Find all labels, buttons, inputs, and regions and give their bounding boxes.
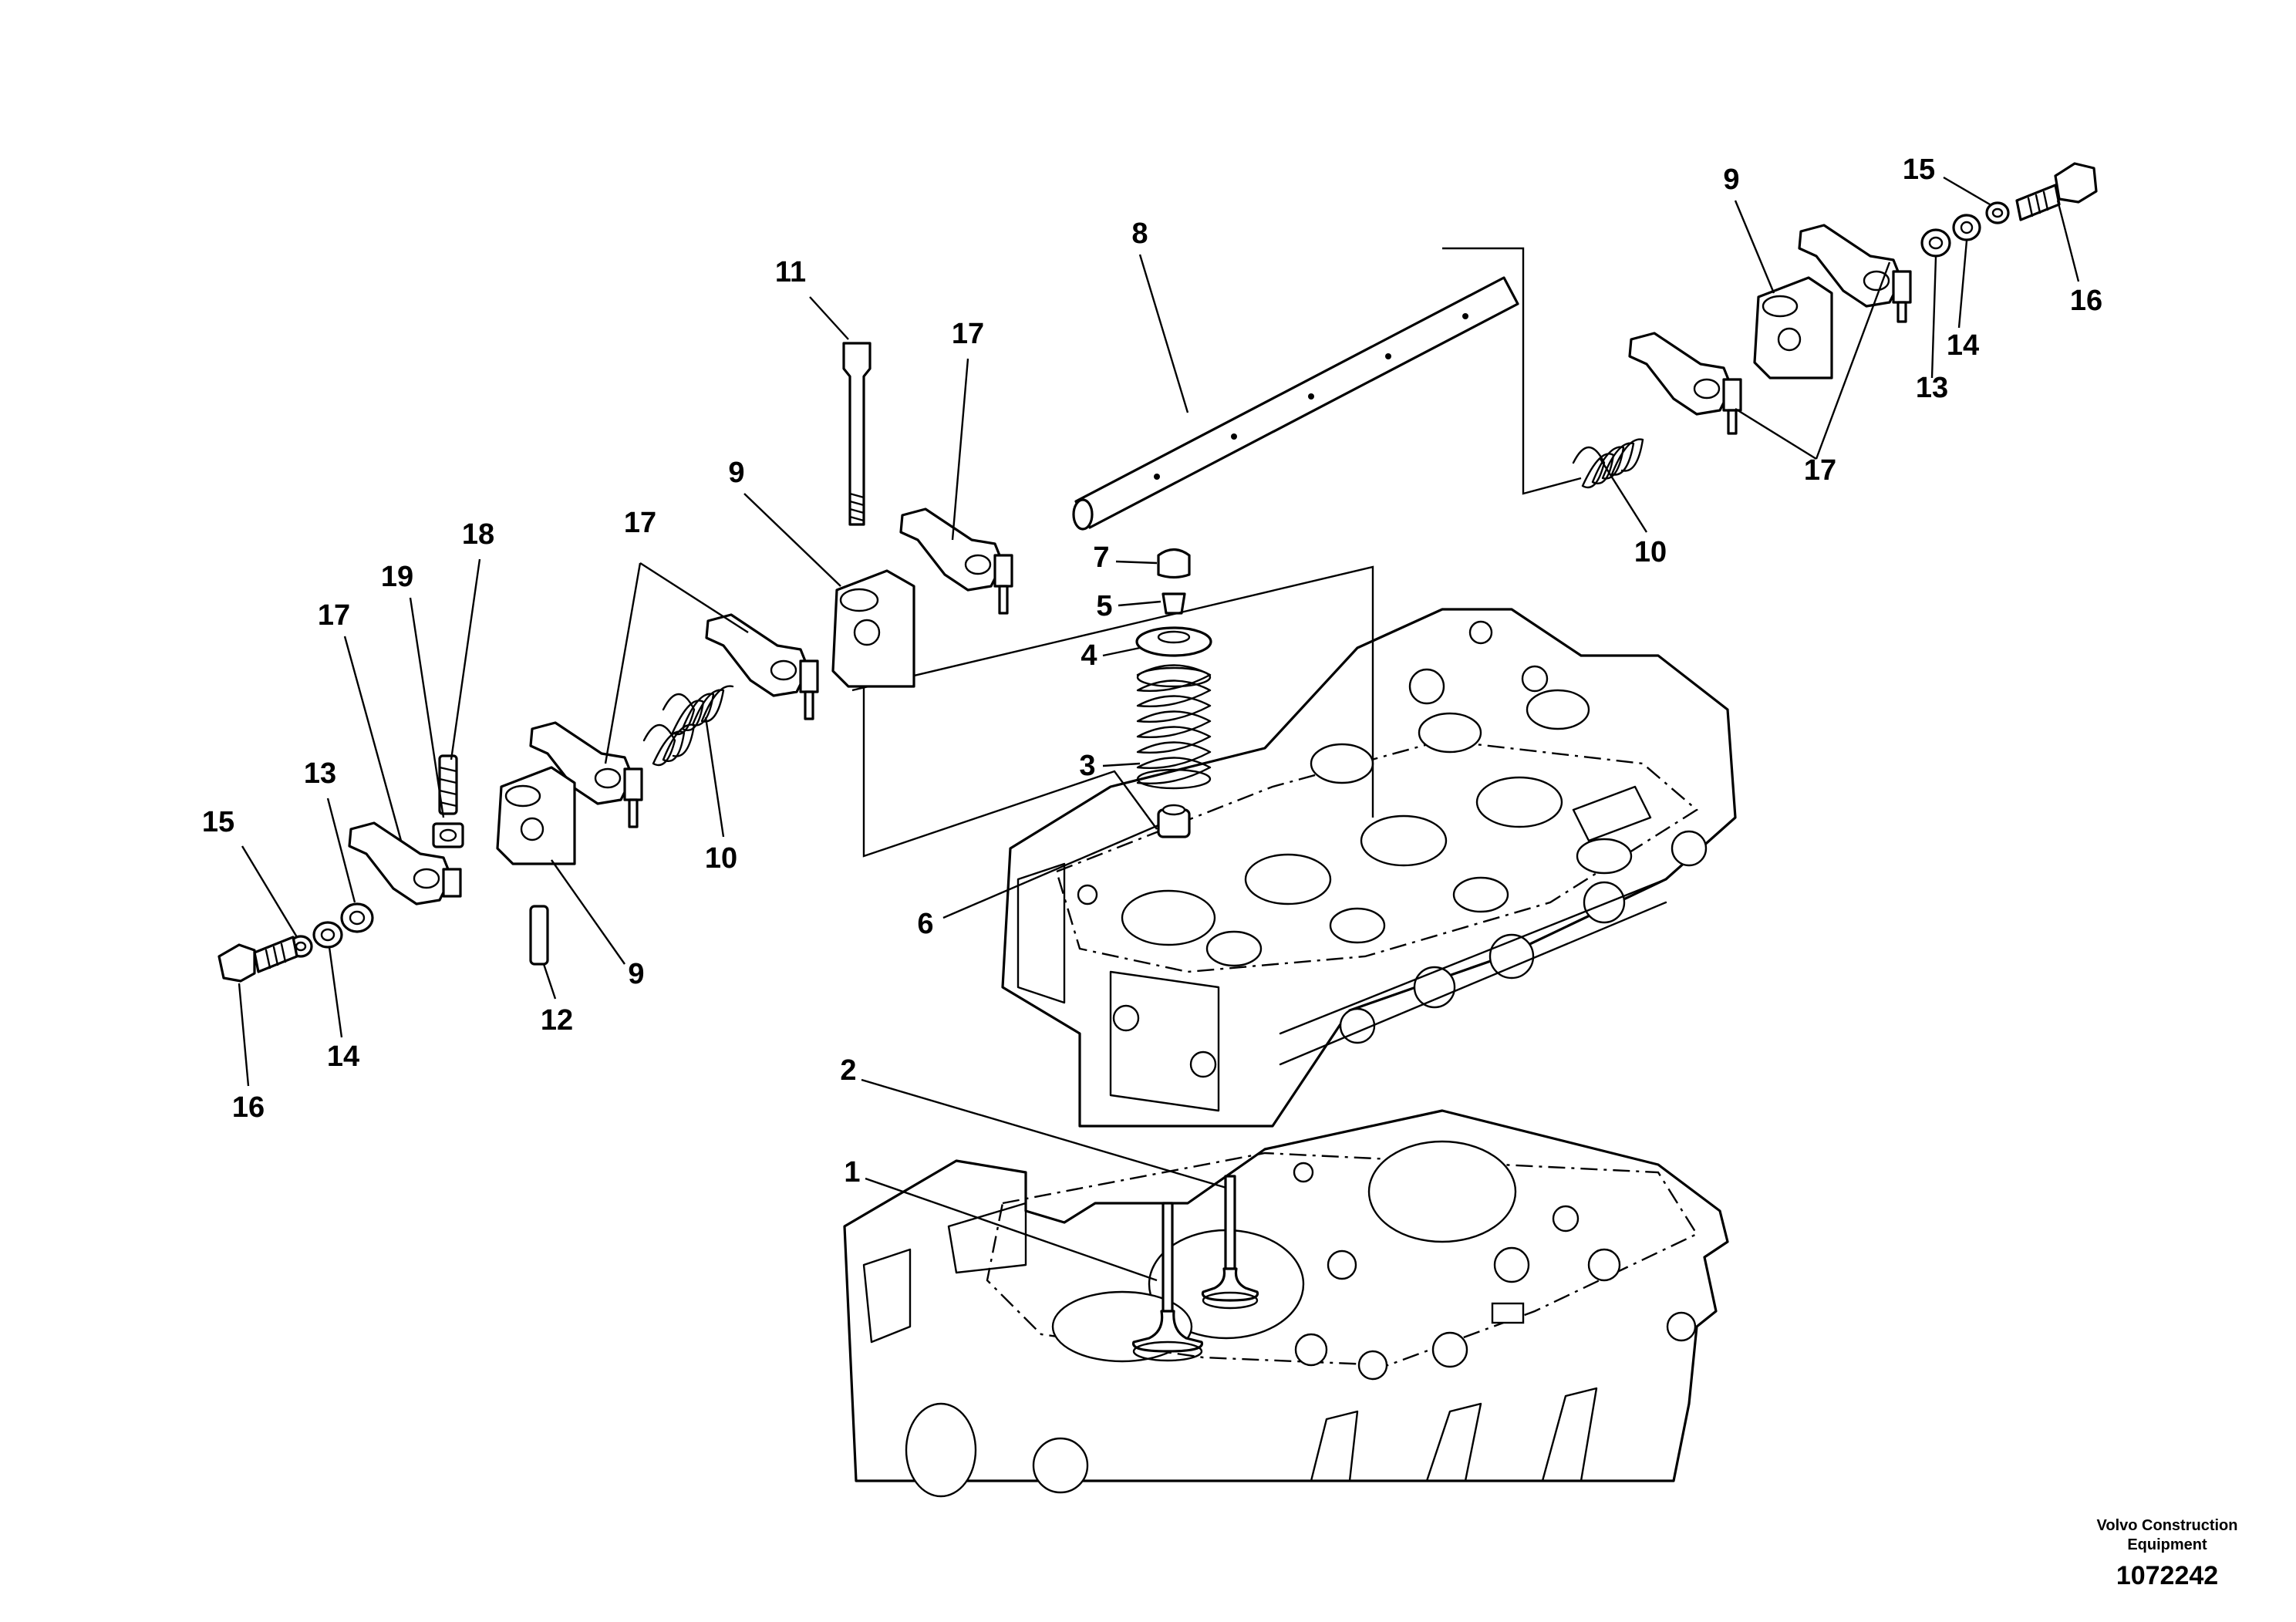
callout-18: 18 — [462, 518, 494, 551]
washer-13-right — [1920, 228, 1951, 258]
spring-left-lower — [642, 723, 696, 767]
leader-lines — [238, 176, 2080, 1282]
cylinder-head — [1001, 608, 1737, 1128]
callout-9-right: 9 — [1723, 164, 1739, 196]
rocker-arm-right-2 — [1798, 224, 1912, 323]
adjusting-screw — [438, 754, 458, 815]
spring-retainer — [1135, 626, 1212, 657]
lock-nut — [432, 822, 464, 848]
pin — [529, 905, 549, 966]
callout-labels: 1 2 3 4 5 6 7 8 9 9 9 10 10 11 12 13 13 … — [202, 153, 2102, 1189]
callout-16-right: 16 — [2070, 285, 2102, 317]
callout-14-right: 14 — [1947, 329, 1979, 362]
bolt-long — [842, 342, 872, 526]
rocker-arm-right-1 — [1628, 332, 1742, 435]
washer-14-right — [1952, 214, 1981, 241]
rocker-bracket-right — [1753, 276, 1833, 379]
drawing-number: 1072242 — [2116, 1561, 2219, 1590]
bolt-16-left — [217, 936, 298, 983]
callout-13-left: 13 — [304, 757, 336, 790]
callout-17-top: 17 — [952, 318, 984, 350]
callout-6: 6 — [917, 908, 933, 940]
callout-17-right: 17 — [1804, 454, 1836, 487]
valve-cap — [1157, 548, 1191, 579]
valve-stem-seal — [1157, 804, 1191, 838]
callout-2: 2 — [840, 1054, 856, 1087]
callout-15-right: 15 — [1903, 153, 1935, 186]
rocker-arm-lower — [529, 721, 643, 828]
callout-4: 4 — [1081, 639, 1097, 672]
valve-cotter — [1161, 592, 1186, 615]
callout-7: 7 — [1093, 541, 1109, 574]
callout-8: 8 — [1131, 218, 1148, 250]
spring-left-upper — [662, 685, 734, 736]
washer-15-right — [1985, 201, 2010, 224]
callout-12: 12 — [541, 1004, 573, 1037]
callout-17-left: 17 — [318, 599, 350, 632]
valve-spring — [1136, 664, 1212, 790]
rocker-arm-top — [899, 508, 1013, 615]
callout-10-left: 10 — [705, 842, 737, 875]
rocker-arm-mid — [705, 613, 819, 720]
rocker-shaft — [1072, 276, 1519, 531]
callout-9-left: 9 — [628, 958, 644, 990]
callout-9-center: 9 — [728, 457, 744, 489]
company-name: Volvo Construction Equipment — [2096, 1517, 2238, 1553]
rocker-arm-end — [348, 821, 462, 905]
callout-14-left: 14 — [327, 1040, 359, 1073]
spring-right — [1572, 438, 1644, 489]
callout-11: 11 — [775, 256, 806, 288]
callout-16-left: 16 — [232, 1091, 265, 1124]
callout-5: 5 — [1096, 590, 1112, 622]
callout-17-mid: 17 — [624, 507, 656, 539]
drawing-footer: Volvo Construction Equipment 1072242 — [2079, 1516, 2256, 1591]
callout-3: 3 — [1079, 750, 1095, 782]
engine-block — [843, 1109, 1729, 1498]
callout-19: 19 — [381, 561, 413, 593]
callout-15-left: 15 — [202, 806, 234, 838]
intake-valve — [1132, 1202, 1203, 1362]
exhaust-valve — [1201, 1175, 1259, 1310]
assembly-bracket-line-right — [1442, 247, 1582, 495]
callout-10-right: 10 — [1634, 536, 1667, 568]
callout-13-right: 13 — [1916, 372, 1948, 404]
bolt-16-right — [2015, 162, 2098, 221]
rocker-bracket-left — [496, 766, 576, 865]
assembly-bracket-line-left — [862, 675, 1158, 858]
washer-14-left — [312, 921, 343, 949]
rocker-bracket-center — [831, 569, 915, 688]
assembly-bracket-line-top — [851, 565, 1374, 818]
washer-13-left — [340, 902, 374, 933]
callout-1: 1 — [844, 1156, 860, 1189]
